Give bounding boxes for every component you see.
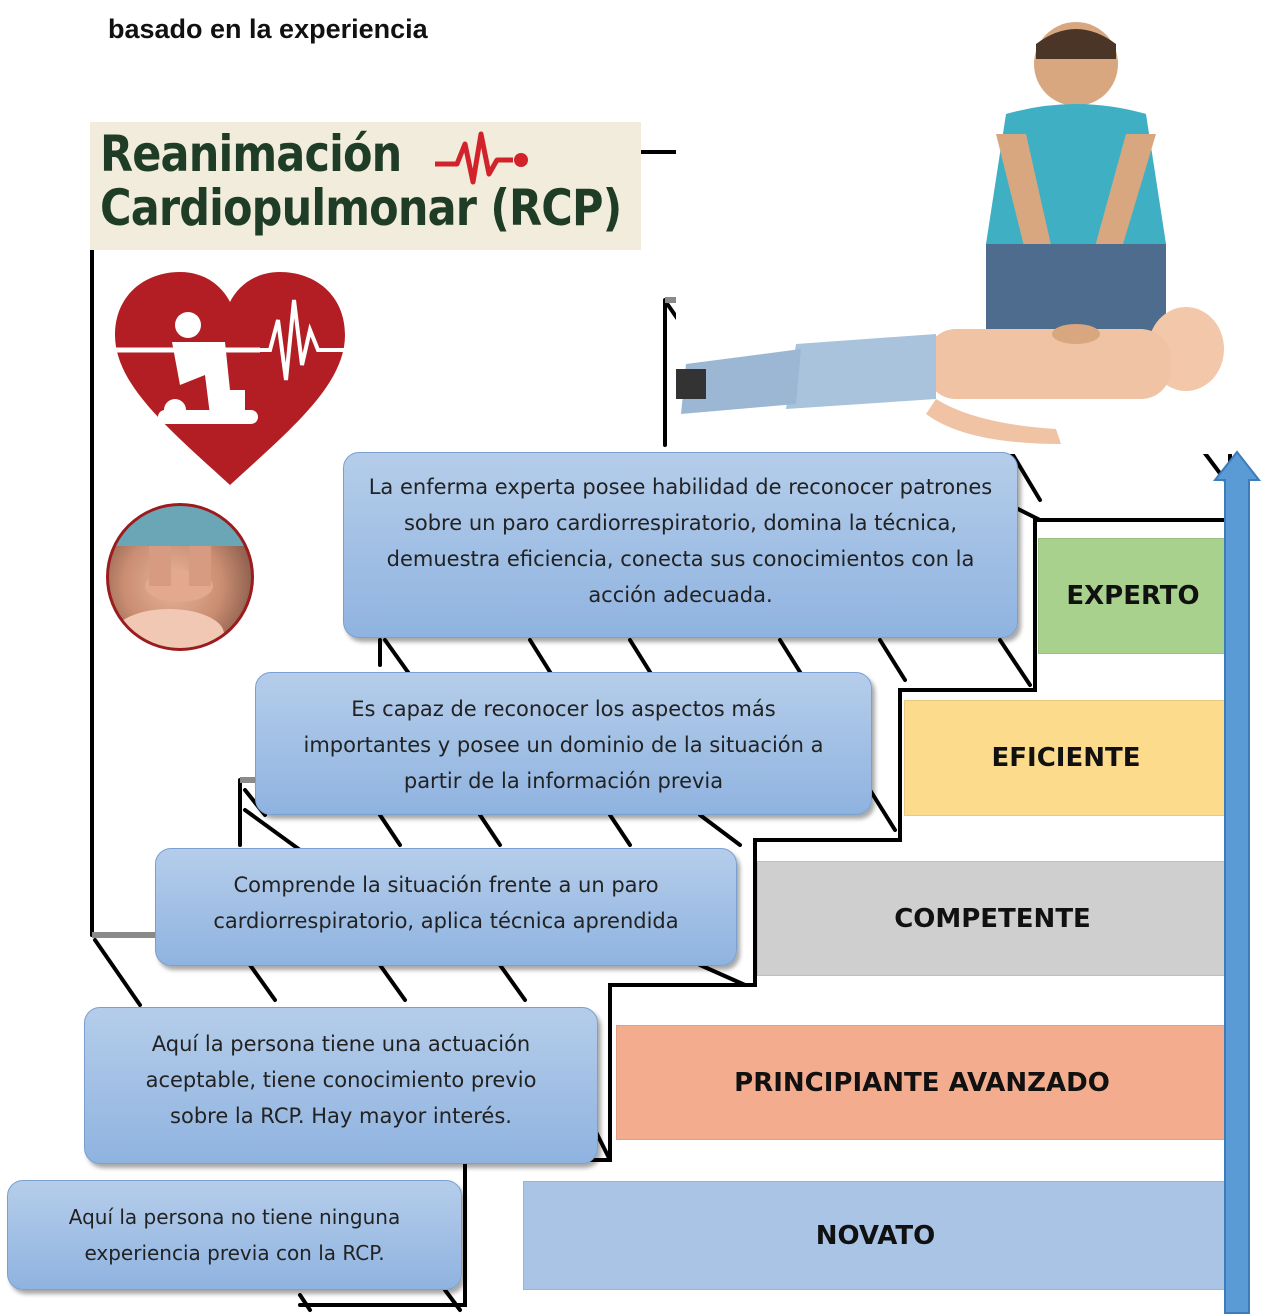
- level-novato-label: NOVATO: [815, 1220, 936, 1251]
- callout-competente: Comprende la situación frente a un paro …: [155, 848, 737, 966]
- up-arrow-icon: [1212, 450, 1262, 1314]
- callout-experto-text: La enferma experta posee habilidad de re…: [368, 475, 993, 607]
- callout-novato-text: Aquí la persona no tiene ninguna experie…: [68, 1205, 401, 1265]
- page-title: basado en la experiencia: [108, 14, 428, 44]
- cpr-training-photo: [676, 4, 1236, 454]
- ecg-line-icon: [435, 131, 528, 185]
- logo-line-1: Reanimación: [100, 125, 402, 183]
- heart-cpr-icon: [115, 272, 345, 485]
- level-experto: EXPERTO: [1038, 538, 1228, 654]
- callout-eficiente: Es capaz de reconocer los aspectos más i…: [255, 672, 872, 815]
- level-competente: COMPETENTE: [757, 861, 1228, 976]
- callout-competente-text: Comprende la situación frente a un paro …: [213, 873, 679, 933]
- callout-principiante: Aquí la persona tiene una actuación acep…: [84, 1007, 598, 1164]
- level-principiante-avanzado: PRINCIPIANTE AVANZADO: [616, 1025, 1228, 1140]
- callout-eficiente-text: Es capaz de reconocer los aspectos más i…: [303, 697, 824, 793]
- rcp-logo: Reanimación Cardiopulmonar (RCP): [90, 122, 641, 250]
- level-eficiente: EFICIENTE: [904, 700, 1228, 816]
- level-eficiente-label: EFICIENTE: [991, 743, 1141, 773]
- callout-novato: Aquí la persona no tiene ninguna experie…: [7, 1180, 462, 1290]
- level-experto-label: EXPERTO: [1066, 581, 1200, 611]
- level-novato: NOVATO: [523, 1181, 1228, 1290]
- callout-principiante-text: Aquí la persona tiene una actuación acep…: [145, 1032, 537, 1128]
- logo-line-2: Cardiopulmonar (RCP): [100, 179, 622, 237]
- level-competente-label: COMPETENTE: [894, 903, 1091, 934]
- level-principiante-label: PRINCIPIANTE AVANZADO: [734, 1067, 1110, 1098]
- callout-experto: La enferma experta posee habilidad de re…: [343, 452, 1018, 638]
- hands-compression-icon: [106, 503, 254, 651]
